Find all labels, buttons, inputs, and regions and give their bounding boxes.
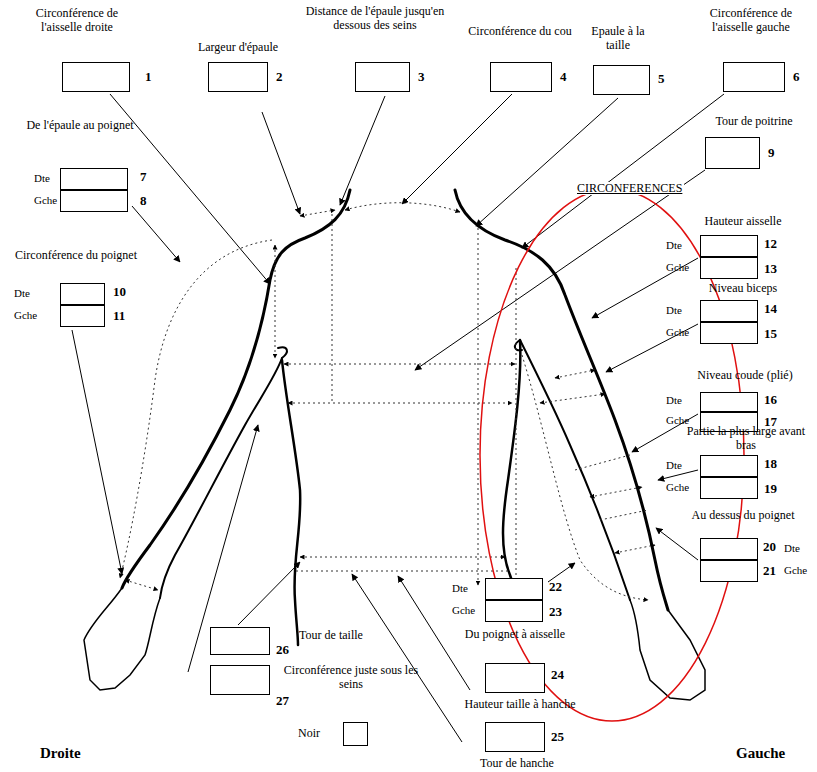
field-label: Partie la plus large avant bras <box>684 424 808 452</box>
callout-number: 8 <box>140 194 147 208</box>
side-marker: Dte <box>34 172 50 185</box>
side-marker: Dte <box>452 582 468 595</box>
callout-number: 4 <box>560 70 567 84</box>
side-marker: Dte <box>666 394 682 407</box>
side-marker: Gche <box>14 309 37 322</box>
callout-number: 15 <box>764 327 777 341</box>
side-marker: Gche <box>452 604 475 617</box>
measure-box: Hauteur aisselle12 <box>700 235 758 257</box>
callout-number: 21 <box>763 564 776 578</box>
callout-number: 2 <box>276 70 283 84</box>
side-marker: Gche <box>784 564 807 577</box>
measure-box: Epaule à la taille5 <box>593 65 650 95</box>
callout-number: 9 <box>768 146 775 160</box>
callout-number: 27 <box>276 694 289 708</box>
callout-number: 1 <box>145 70 152 84</box>
field-label: Epaule à la taille <box>582 24 654 52</box>
measure-box: De l'épaule au poignet7 <box>60 168 128 190</box>
measure-lines <box>120 203 655 600</box>
field-label: Circonférence juste sous les seins <box>276 663 426 691</box>
field-label: Tour de taille <box>276 628 386 642</box>
callout-number: 12 <box>764 237 777 251</box>
side-marker: Dte <box>666 459 682 472</box>
side-marker: Gche <box>666 261 689 274</box>
side-marker: Gche <box>666 326 689 339</box>
callout-number: 6 <box>793 70 800 84</box>
callout-number: 7 <box>140 170 147 184</box>
callout-number: 14 <box>764 302 777 316</box>
measure-box: 19 <box>700 477 758 499</box>
field-label: Hauteur aisselle <box>686 214 800 228</box>
field-label: Du poignet à aisselle <box>455 627 575 641</box>
measure-box: Circonférence de l'aisselle droite1 <box>62 62 130 92</box>
field-label: Tour de hanche <box>455 756 579 770</box>
callout-number: 10 <box>113 285 126 299</box>
leader-lines <box>72 94 724 742</box>
measure-box: Distance de l'épaule jusqu'en dessous de… <box>355 62 410 92</box>
field-label: Circonférence de l'aisselle droite <box>18 6 136 34</box>
side-marker: Gche <box>666 414 689 427</box>
measure-box: 23Du poignet à aisselle <box>485 600 543 622</box>
measure-box: 25Tour de hanche <box>485 722 545 752</box>
callout-number: 22 <box>549 580 562 594</box>
measure-box: Circonférence du cou4 <box>490 62 552 92</box>
measure-box: Circonférence du poignet10 <box>60 283 105 305</box>
side-marker: Gche <box>34 194 57 207</box>
measure-box: Circonférence juste sous les seins27 <box>210 665 270 695</box>
side-label: Droite <box>40 744 81 762</box>
callout-number: 16 <box>764 393 777 407</box>
side-marker: Dte <box>784 542 800 555</box>
side-marker: Dte <box>666 239 682 252</box>
callout-number: 20 <box>763 540 776 554</box>
field-label: Largeur d'épaule <box>186 40 290 54</box>
callout-number: 19 <box>764 482 777 496</box>
callout-number: 13 <box>764 262 777 276</box>
measure-box: 11 <box>60 305 105 327</box>
measure-box: 15 <box>700 322 758 344</box>
side-marker: Gche <box>666 481 689 494</box>
measure-box: Noir <box>343 722 368 746</box>
field-label: Noir <box>298 726 320 740</box>
section-heading: CIRCONFERENCES <box>575 182 684 195</box>
measure-box: 24Hauteur taille à hanche <box>485 663 545 693</box>
field-label: Circonférence du cou <box>468 24 572 38</box>
measure-box: 13 <box>700 257 758 279</box>
field-label: Niveau biceps <box>686 281 800 295</box>
body-outline <box>84 190 705 700</box>
measure-box: 22 <box>485 578 543 600</box>
side-marker: Dte <box>666 304 682 317</box>
measure-box: Largeur d'épaule2 <box>208 62 268 92</box>
field-label: Circonférence de l'aisselle gauche <box>689 6 813 34</box>
side-marker: Dte <box>14 287 30 300</box>
field-label: Niveau coude (plié) <box>682 368 808 382</box>
measure-box: Niveau biceps14 <box>700 300 758 322</box>
field-label: Au dessus du poignet <box>686 508 800 522</box>
callout-number: 26 <box>276 643 289 657</box>
measure-box: Circonférence de l'aisselle gauche6 <box>723 62 785 92</box>
measure-box: 8 <box>60 190 128 212</box>
field-label: Tour de poitrine <box>698 114 810 128</box>
field-label: Hauteur taille à hanche <box>432 697 608 711</box>
callout-number: 5 <box>658 72 665 86</box>
callout-number: 23 <box>549 605 562 619</box>
measure-box: Partie la plus large avant bras18 <box>700 455 758 477</box>
callout-number: 3 <box>418 70 425 84</box>
measure-box: 21 <box>700 560 758 582</box>
field-label: Circonférence du poignet <box>14 248 138 262</box>
callout-number: 25 <box>551 730 564 744</box>
callout-number: 18 <box>764 457 777 471</box>
callout-number: 24 <box>551 668 564 682</box>
field-label: De l'épaule au poignet <box>22 118 138 132</box>
measure-box: Tour de taille26 <box>210 627 270 655</box>
callout-number: 11 <box>113 309 125 323</box>
measure-box: Tour de poitrine9 <box>705 137 760 169</box>
measure-box: Au dessus du poignet20 <box>700 538 758 560</box>
measure-box: Niveau coude (plié)16 <box>700 392 758 412</box>
side-label: Gauche <box>736 744 785 762</box>
field-label: Distance de l'épaule jusqu'en dessous de… <box>300 4 450 32</box>
